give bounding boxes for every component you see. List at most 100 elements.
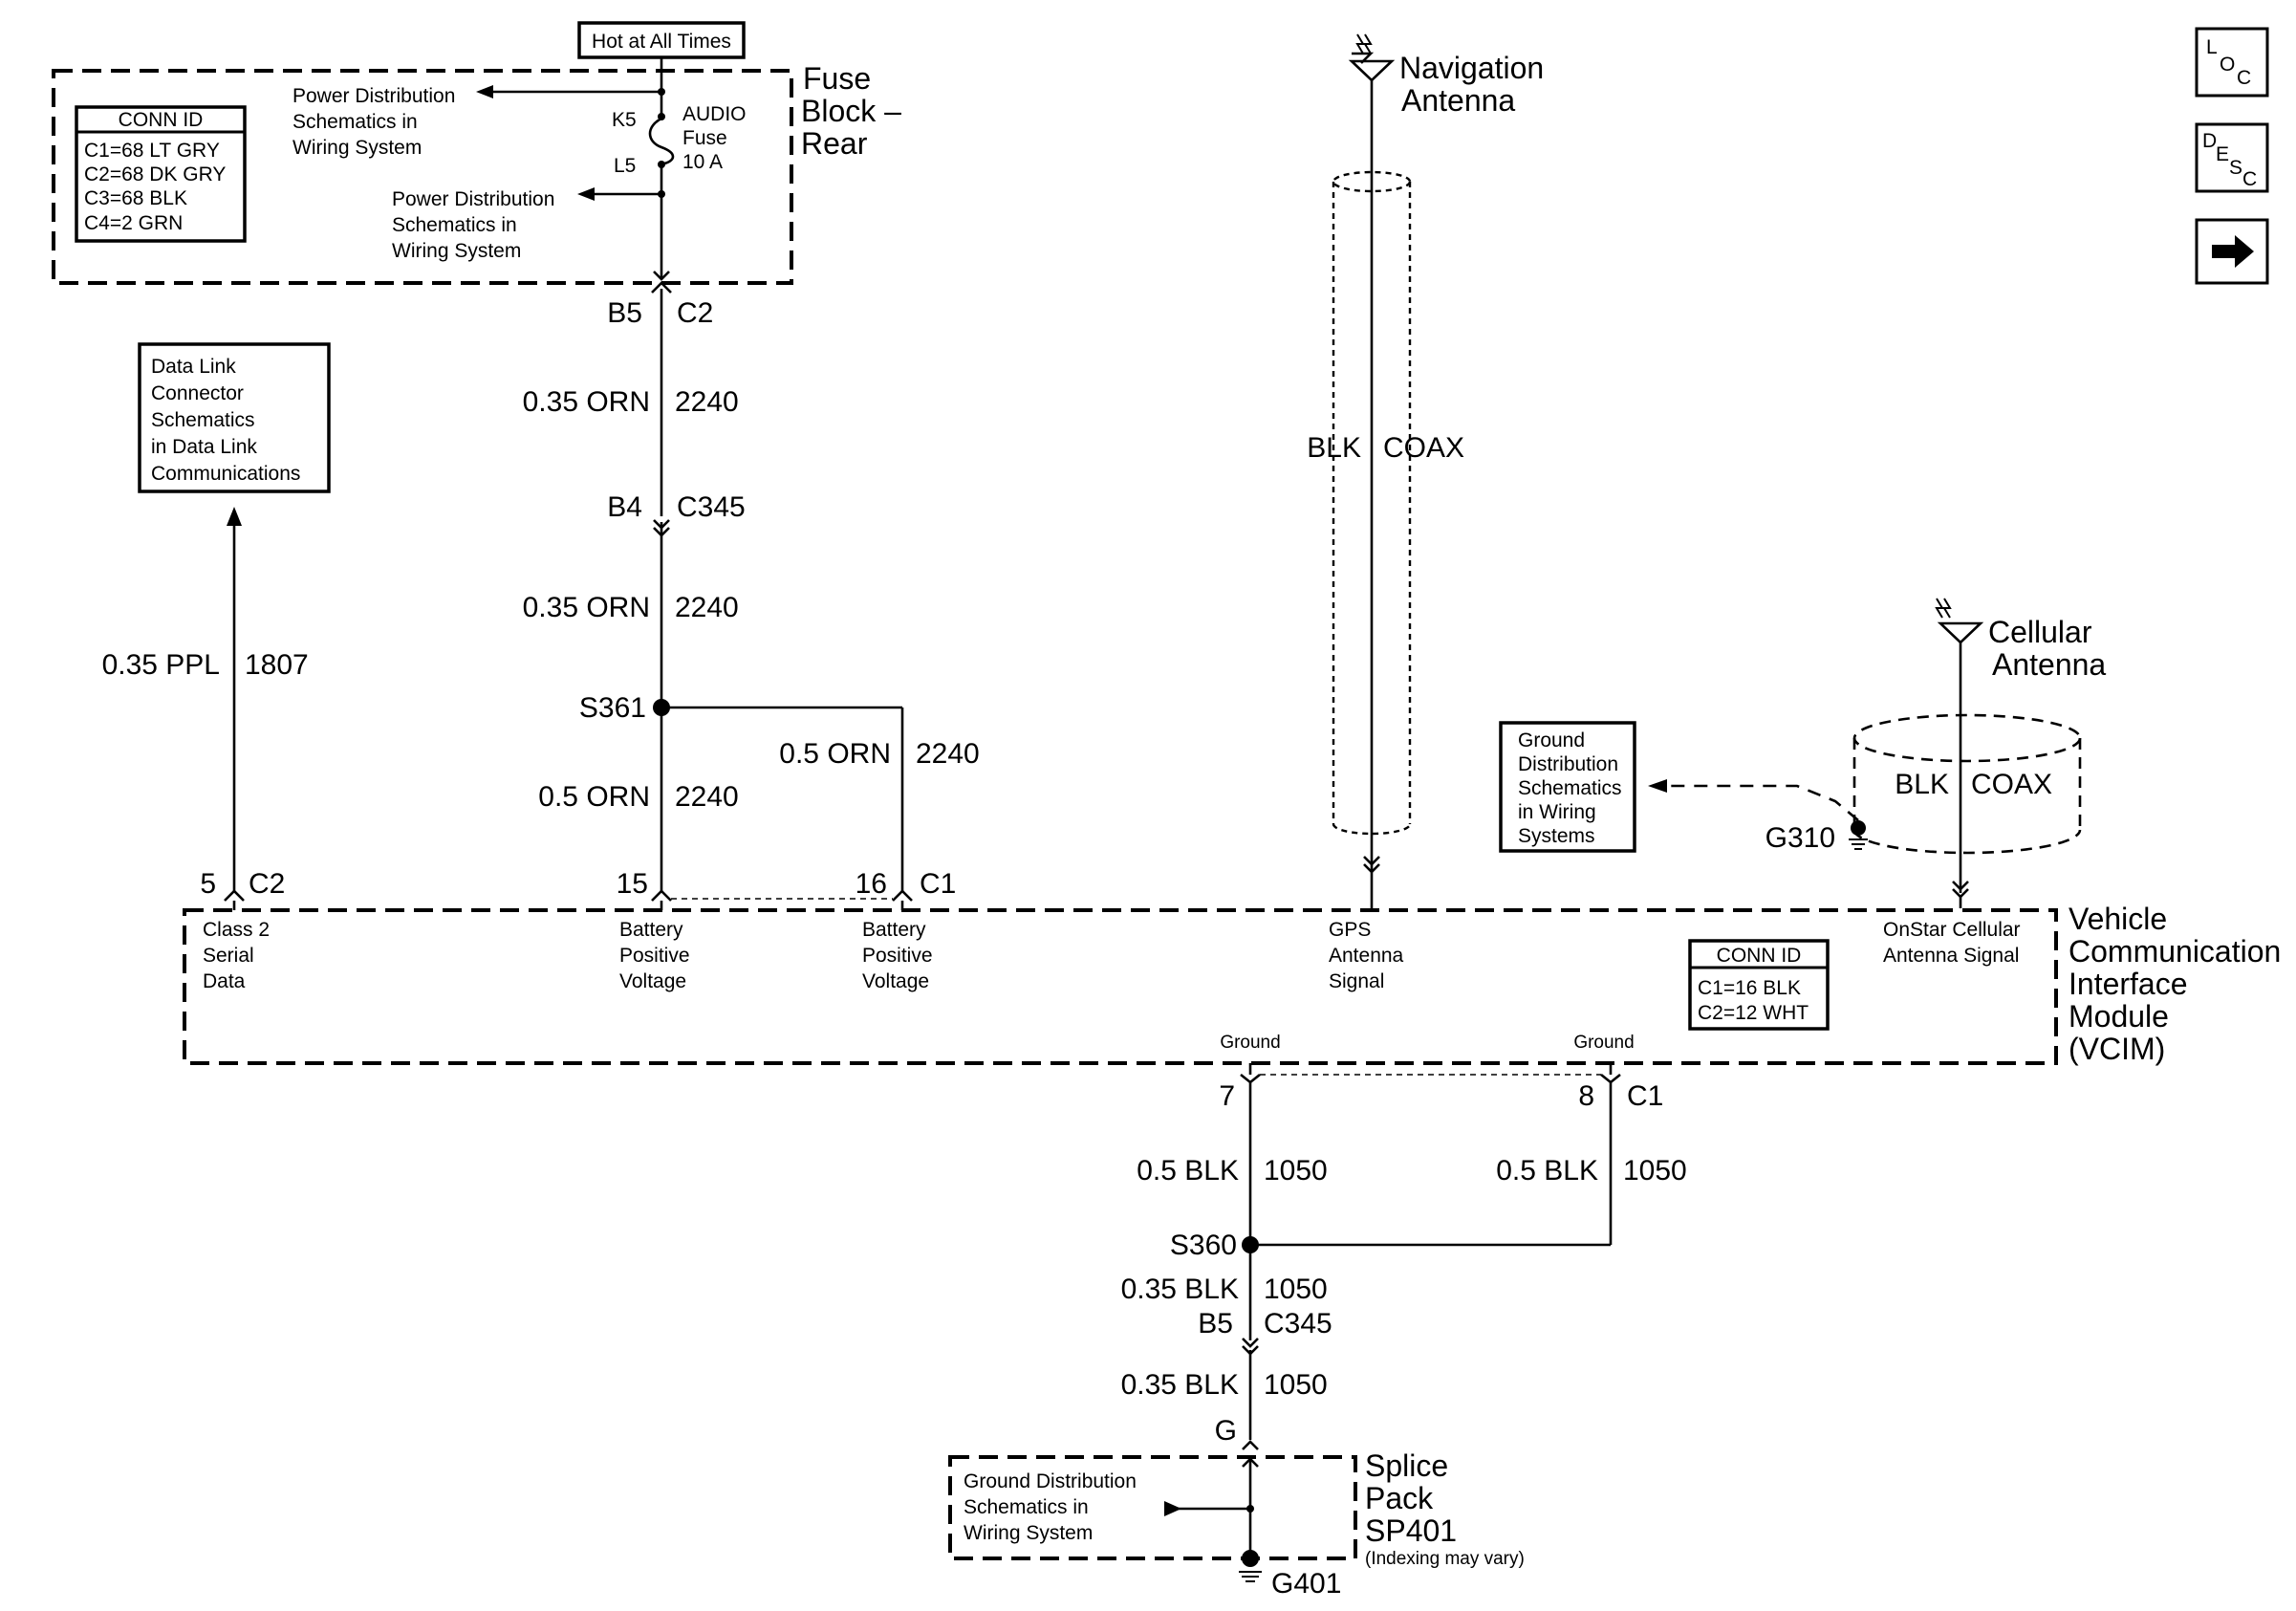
cell-coax-blk: BLK <box>1895 769 1949 800</box>
data-link-reference: Data Link Connector Schematics in Data L… <box>102 342 331 891</box>
arrow-left-icon <box>476 85 493 98</box>
pin-batt2-3: Voltage <box>862 970 929 992</box>
pin-batt1-1: Battery <box>619 919 683 941</box>
fuse-icon <box>648 117 675 166</box>
navigation-antenna: Navigation Antenna BLK COAX <box>1307 33 1544 908</box>
fuse-block-name-1: Fuse <box>803 61 871 96</box>
pin-8-conn: C1 <box>1627 1080 1663 1112</box>
pin-15-label: 15 <box>617 868 648 900</box>
fuse-block-outline <box>52 69 793 285</box>
cell-coax-label: COAX <box>1971 769 2052 800</box>
g310-label: G310 <box>1765 822 1835 854</box>
fuse-block-conn-id-title: CONN ID <box>119 109 204 131</box>
c345-label: C345 <box>677 491 746 523</box>
pin-5-label: 5 <box>200 868 216 900</box>
vcim-name-3: Interface <box>2069 967 2188 1001</box>
next-button[interactable] <box>2195 218 2269 285</box>
wire-blk-2-circuit: 1050 <box>1623 1155 1687 1186</box>
splice-pack-outline <box>948 1455 1357 1560</box>
ground-2-label: Ground <box>1573 1033 1634 1053</box>
fuse-block-conn-c3: C3=68 BLK <box>84 187 187 209</box>
pin-onstar-1: OnStar Cellular <box>1883 919 2021 941</box>
arrow-left-icon <box>577 187 595 201</box>
wire-orn-4-circuit: 2240 <box>916 738 980 770</box>
wire-blk-3-circuit: 1050 <box>1264 1274 1328 1305</box>
pin-onstar-2: Antenna Signal <box>1883 945 2019 967</box>
power-dist-top-1: Power Distribution <box>292 85 455 107</box>
ground-dist-ref-2: Distribution <box>1518 753 1618 775</box>
wire-ppl-circuit: 1807 <box>245 649 309 681</box>
pin-16-conn: C1 <box>920 868 956 900</box>
pin-7-label: 7 <box>1219 1080 1235 1112</box>
antenna-icon <box>1935 598 1944 619</box>
vcim-name-5: (VCIM) <box>2069 1032 2165 1066</box>
power-dist-bottom-3: Wiring System <box>392 240 521 262</box>
ground-dist-ref-box <box>1499 721 1636 853</box>
hot-at-all-times-label: Hot at All Times <box>592 31 731 53</box>
ground-dist-ref-3: Schematics <box>1518 777 1622 799</box>
arrow-up-icon <box>227 507 242 526</box>
vcim-name-1: Vehicle <box>2069 902 2167 936</box>
connector-female-icon <box>653 271 670 281</box>
circuit-2240: B5 C2 0.35 ORN 2240 B4 C345 0.35 ORN 224… <box>523 281 980 891</box>
g-label: G <box>1215 1415 1237 1447</box>
wire-blk-1-circuit: 1050 <box>1264 1155 1328 1186</box>
fuse-name-2: Fuse <box>682 127 727 149</box>
svg-text:L: L <box>2206 36 2218 58</box>
splice-pack-name-3: SP401 <box>1365 1513 1457 1548</box>
nav-antenna-label-1: Navigation <box>1399 51 1544 85</box>
wire-ppl-label: 0.35 PPL <box>102 649 220 681</box>
ground-dist-ref-1: Ground <box>1518 729 1585 751</box>
splice-pack-sp401: Ground Distribution Schematics in Wiring… <box>948 1448 1525 1600</box>
pin-8-label: 8 <box>1578 1080 1594 1112</box>
ground-1-label: Ground <box>1220 1033 1280 1053</box>
pin-gps-2: Antenna <box>1329 945 1404 967</box>
antenna-symbol <box>1937 621 1984 644</box>
splice-pack-name-2: Pack <box>1365 1481 1434 1515</box>
wire-orn-1-circuit: 2240 <box>675 386 739 418</box>
fuse-block-name-2: Block – <box>801 94 901 128</box>
fuse-block-conn-id-box <box>75 105 247 243</box>
vcim-name-2: Communication <box>2069 934 2281 969</box>
pin-batt2-2: Positive <box>862 945 933 967</box>
wire-orn-1-label: 0.35 ORN <box>523 386 650 418</box>
antenna-icon <box>1355 33 1365 54</box>
c2-label: C2 <box>677 297 713 329</box>
ground-dist-ref-4: in Wiring <box>1518 801 1596 823</box>
wire-blk-1-label: 0.5 BLK <box>1137 1155 1239 1186</box>
svg-text:E: E <box>2216 143 2229 165</box>
wire-orn-2-circuit: 2240 <box>675 592 739 623</box>
pin-class2-2: Serial <box>203 945 254 967</box>
fuse-block-conn-c1: C1=68 LT GRY <box>84 140 220 162</box>
vcim-outline <box>183 908 2058 1065</box>
power-dist-top-3: Wiring System <box>292 137 422 159</box>
nav-coax-label: COAX <box>1383 432 1464 464</box>
c345-ground-label: C345 <box>1264 1308 1332 1339</box>
vcim-name-4: Module <box>2069 999 2169 1034</box>
arrow-right-icon <box>2212 235 2254 268</box>
svg-text:C: C <box>2237 67 2251 89</box>
loc-button[interactable]: L O C <box>2195 27 2269 98</box>
splice-pack-name-1: Splice <box>1365 1448 1448 1483</box>
splice-ref-3: Wiring System <box>964 1522 1093 1544</box>
cell-antenna-label-1: Cellular <box>1988 615 2092 649</box>
data-link-ref-box <box>138 342 331 493</box>
fuse-block-rear: Hot at All Times Fuse Block – Rear CONN … <box>52 21 901 285</box>
splice-s360 <box>1242 1236 1259 1253</box>
cell-antenna-label-2: Antenna <box>1992 647 2106 682</box>
s360-label: S360 <box>1170 1230 1237 1261</box>
wire-blk-3-label: 0.35 BLK <box>1121 1274 1239 1305</box>
wire-orn-4-label: 0.5 ORN <box>779 738 891 770</box>
data-link-ref-1: Data Link <box>151 356 236 378</box>
circuit-1050: 0.5 BLK 1050 0.5 BLK 1050 S360 0.35 BLK … <box>1121 1082 1687 1450</box>
pin-16-label: 16 <box>856 868 887 900</box>
vcim-module: Vehicle Communication Interface Module (… <box>183 868 2281 1112</box>
wire-blk-4-label: 0.35 BLK <box>1121 1369 1239 1401</box>
desc-button[interactable]: D E S C <box>2195 122 2269 193</box>
svg-text:D: D <box>2202 130 2217 152</box>
vcim-conn-id-title: CONN ID <box>1717 945 1802 967</box>
pin-batt1-2: Positive <box>619 945 690 967</box>
vcim-conn-c2: C2=12 WHT <box>1698 1002 1809 1024</box>
svg-text:O: O <box>2220 54 2235 76</box>
fuse-name-1: AUDIO <box>682 103 747 125</box>
